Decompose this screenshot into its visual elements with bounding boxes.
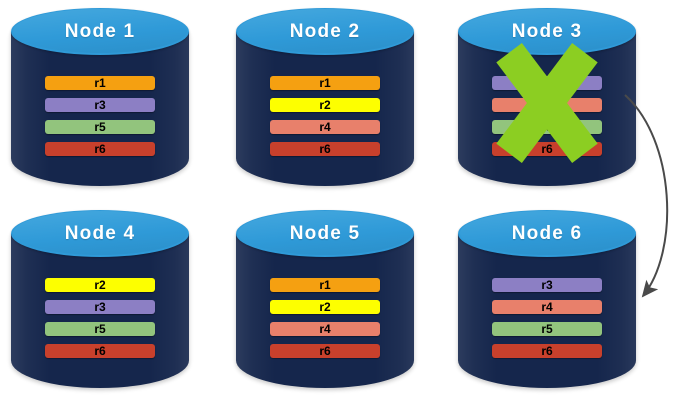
replica-bar-r6[interactable]: r6 [45, 344, 155, 358]
database-node-3[interactable]: Node 3r3r4r5r6 [458, 8, 636, 186]
replica-row-list: r1 r3 r5 r6 [45, 76, 155, 156]
replica-row-list: r1 r2 r4 r6 [270, 278, 380, 358]
replica-bar-r1[interactable]: r1 [270, 76, 380, 90]
cylinder-top-ellipse [236, 210, 414, 257]
database-node-5[interactable]: Node 5 r1 r2 r4 r6 [236, 210, 414, 388]
database-node-4[interactable]: Node 4 r2 r3 r5 r6 [11, 210, 189, 388]
cylinder-top-ellipse [458, 210, 636, 257]
database-node-2[interactable]: Node 2 r1 r2 r4 r6 [236, 8, 414, 186]
replica-bar-r3[interactable]: r3 [492, 278, 602, 292]
replica-bar-r2[interactable]: r2 [270, 300, 380, 314]
replica-row-list: r3 r4 r5 r6 [492, 278, 602, 358]
node-title: Node 4 [64, 223, 136, 244]
replica-row-list: r1 r2 r4 r6 [270, 76, 380, 156]
database-node-1[interactable]: Node 1 r1 r3 r5 r6 [11, 8, 189, 186]
replica-bar-r1[interactable]: r1 [270, 278, 380, 292]
node-title: Node 6 [511, 223, 583, 244]
replica-bar-r3[interactable]: r3 [45, 98, 155, 112]
cylinder-top-ellipse [236, 8, 414, 55]
node-title: Node 1 [64, 21, 136, 42]
replica-bar-r5[interactable]: r5 [492, 322, 602, 336]
cylinder-body [11, 234, 189, 388]
replica-bar-r1[interactable]: r1 [45, 76, 155, 90]
replica-bar-r6[interactable]: r6 [270, 344, 380, 358]
node-title: Node 5 [289, 223, 361, 244]
replica-bar-r6[interactable]: r6 [270, 142, 380, 156]
cylinder-top-ellipse [11, 8, 189, 55]
node-title: Node 2 [289, 21, 361, 42]
cylinder-top-ellipse [11, 210, 189, 257]
node-title: Node 3 [511, 21, 583, 42]
database-node-6[interactable]: Node 6 r3 r4 r5 r6 [458, 210, 636, 388]
replica-bar-r3[interactable]: r3 [45, 300, 155, 314]
replica-bar-r6[interactable]: r6 [492, 344, 602, 358]
replica-bar-r6[interactable]: r6 [45, 142, 155, 156]
replica-bar-r2[interactable]: r2 [270, 98, 380, 112]
replica-row-list: r2 r3 r5 r6 [45, 278, 155, 358]
replica-bar-r4[interactable]: r4 [270, 120, 380, 134]
replica-bar-r2[interactable]: r2 [45, 278, 155, 292]
replica-bar-r4[interactable]: r4 [270, 322, 380, 336]
replica-bar-r4[interactable]: r4 [492, 300, 602, 314]
node-failure-x-icon [486, 40, 608, 166]
replica-bar-r5[interactable]: r5 [45, 322, 155, 336]
cylinder-top-ellipse [458, 8, 636, 55]
replica-bar-r5[interactable]: r5 [45, 120, 155, 134]
